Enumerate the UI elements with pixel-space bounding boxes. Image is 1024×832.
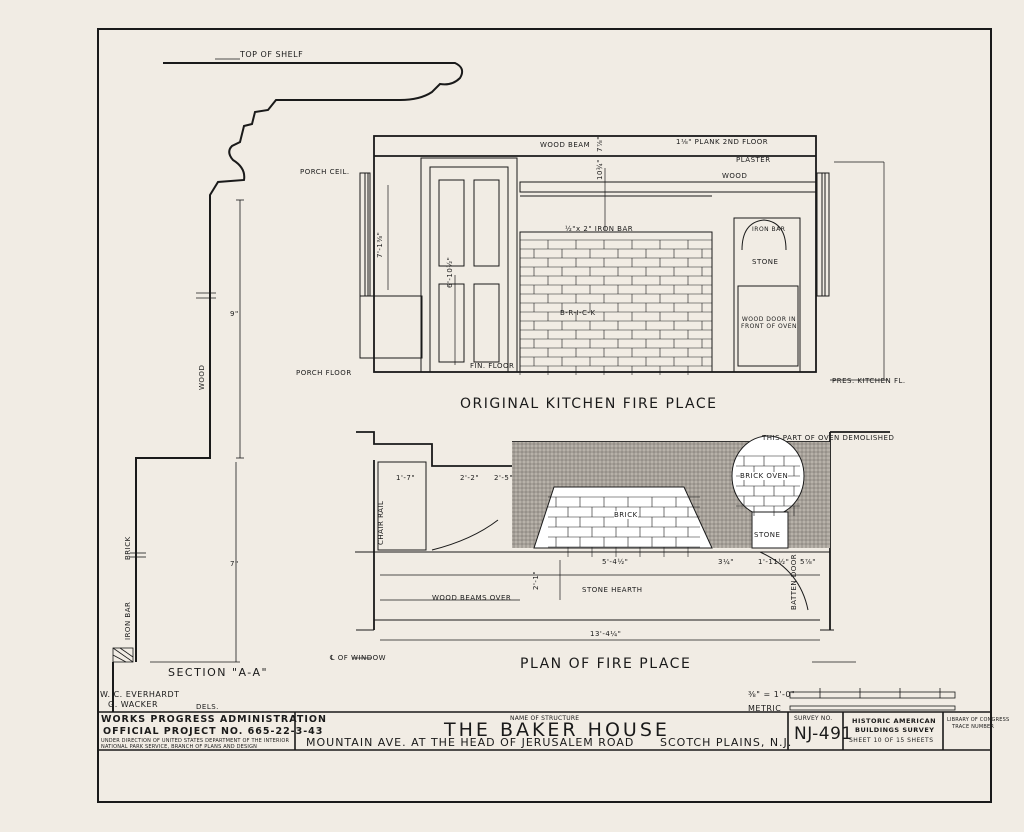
survey-no-label: SURVEY NO. (794, 715, 833, 722)
wood-beam-label: WOOD BEAM (540, 141, 591, 149)
delineator-1: W. C. EVERHARDT (100, 690, 180, 699)
dim-5-8-label: 5⅞" (800, 558, 816, 566)
section-caption: SECTION "A-A" (168, 666, 269, 679)
wpa-label: WORKS PROGRESS ADMINISTRATION (101, 714, 327, 725)
loc-label-1: LIBRARY OF CONGRESS (947, 717, 1010, 723)
dim-2-2-label: 2'-2" (460, 474, 480, 482)
plaster-label: PLASTER (736, 156, 771, 164)
dim-1-11-label: 1'-11½" (758, 558, 790, 566)
structure-name-label: NAME OF STRUCTURE (510, 715, 580, 722)
demolished-note: THIS PART OF OVEN DEMOLISHED (762, 434, 895, 442)
wood-door-label: WOOD DOOR IN FRONT OF OVEN (741, 316, 797, 330)
fin-floor-label: FIN. FLOOR (470, 362, 515, 370)
porch-ceil-label: PORCH CEIL. (300, 168, 350, 176)
brick-oven-label: BRICK OVEN (740, 472, 789, 480)
stone-hearth-label: STONE HEARTH (582, 586, 643, 594)
stone-plan-label: STONE (754, 531, 781, 539)
batten-door-label: BATTEN DOOR (790, 553, 798, 610)
nps-label: NATIONAL PARK SERVICE, BRANCH OF PLANS A… (101, 744, 258, 750)
iron-bar-label: IRON BAR (124, 601, 132, 640)
dim-2-1-label: 2'-1" (532, 570, 540, 590)
dim-10-label: 10¾" (596, 159, 604, 180)
loc-label-2: TRACE NUMBER (952, 724, 995, 730)
survey-number: NJ-491 (794, 724, 853, 744)
window-center-label: ℄ OF WINDOW (330, 654, 387, 662)
brick-elev-label: B-R-I-C-K (560, 309, 596, 317)
dim-5-4-label: 5'-4½" (602, 558, 629, 566)
dim-7-7-label: 7⅞" (596, 136, 604, 152)
plan-caption: PLAN OF FIRE PLACE (520, 656, 692, 672)
stone-elev-label: STONE (752, 258, 779, 266)
sheet-border (97, 28, 992, 803)
sheet-number: SHEET 10 OF 15 SHEETS (849, 737, 934, 744)
oven-iron-bar-label: IRON BAR (752, 226, 786, 233)
dim-13-4-label: 13'-4¼" (590, 630, 622, 638)
project-label: OFFICIAL PROJECT NO. 665-22-3-43 (103, 726, 324, 737)
dim-7-1-label: 7'-1⅜" (376, 231, 384, 258)
pres-kitchen-fl-label: PRES. KITCHEN FL. (832, 377, 906, 385)
section-profile (135, 62, 464, 662)
scale-metric: METRIC (748, 704, 782, 713)
top-of-shelf-label: TOP OF SHELF (240, 50, 304, 59)
dim-7-label: 7" (230, 560, 239, 568)
structure-title: THE BAKER HOUSE (444, 719, 670, 741)
wood-beams-over-label: WOOD BEAMS OVER (432, 594, 512, 602)
delineator-2: G. WACKER (108, 700, 159, 709)
plank-label: 1⅛" PLANK 2ND FLOOR (676, 138, 769, 146)
wood-label: WOOD (198, 364, 206, 390)
scale-imperial: ⅜" = 1'-0" (748, 690, 796, 699)
dim-9-label: 9" (230, 310, 239, 318)
brick-label: BRICK (124, 536, 132, 560)
iron-bar-elev-label: ½"x 2" IRON BAR (565, 225, 634, 233)
town-label: SCOTCH PLAINS, N.J. (660, 736, 793, 749)
brick-plan-label: BRICK (614, 511, 638, 519)
delineator-dels: DELS. (196, 703, 219, 711)
location-label: MOUNTAIN AVE. AT THE HEAD OF JERUSALEM R… (306, 736, 635, 749)
dim-1-7-label: 1'-7" (396, 474, 416, 482)
habs-line-1: HISTORIC AMERICAN (852, 717, 937, 725)
porch-floor-label: PORCH FLOOR (296, 369, 352, 377)
elev-wood-label: WOOD (722, 172, 748, 180)
direction-label: UNDER DIRECTION OF UNITED STATES DEPARTM… (101, 738, 290, 744)
elevation-caption: ORIGINAL KITCHEN FIRE PLACE (460, 396, 718, 412)
dim-6-10-label: 6'-10½" (446, 256, 454, 288)
chair-rail-label: CHAIR RAIL (377, 500, 385, 545)
dim-3-4-label: 3¼" (718, 558, 734, 566)
habs-line-2: BUILDINGS SURVEY (855, 726, 935, 734)
dim-2-5-label: 2'-5" (494, 474, 514, 482)
elevation-brick-pattern (519, 239, 712, 375)
